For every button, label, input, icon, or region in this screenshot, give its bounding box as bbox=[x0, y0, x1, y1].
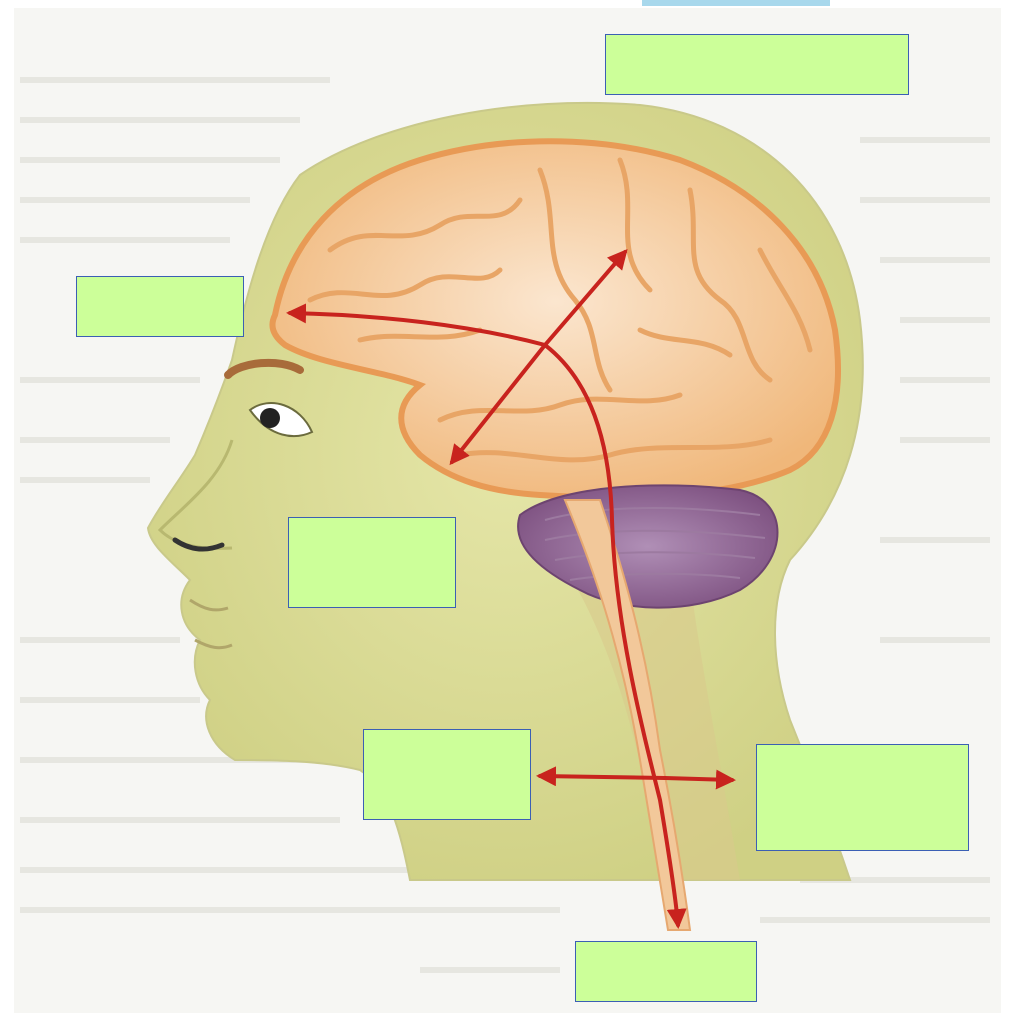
label-box-frontal[interactable] bbox=[76, 276, 244, 337]
frame-top bbox=[0, 0, 1011, 8]
top-tab bbox=[642, 0, 830, 6]
label-box-neck-left[interactable] bbox=[363, 729, 531, 820]
frame-right bbox=[1001, 0, 1011, 1021]
label-box-neck-right[interactable] bbox=[756, 744, 969, 851]
label-box-bottom[interactable] bbox=[575, 941, 757, 1002]
frame-bottom bbox=[0, 1013, 1011, 1021]
arrow-neck-left bbox=[540, 776, 665, 778]
arrow-neck-right bbox=[665, 778, 732, 780]
label-box-face[interactable] bbox=[288, 517, 456, 608]
frame-left bbox=[0, 0, 14, 1021]
label-box-top[interactable] bbox=[605, 34, 909, 95]
